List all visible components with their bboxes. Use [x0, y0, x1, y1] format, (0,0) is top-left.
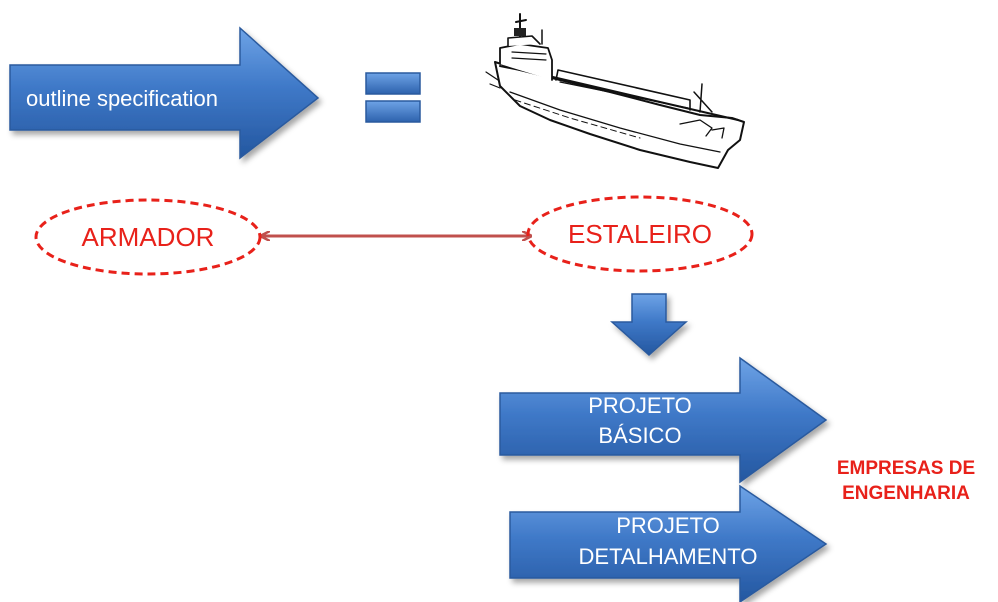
- empresas-label-line2: ENGENHARIA: [842, 483, 970, 504]
- equals-icon: [365, 72, 421, 123]
- outline-specification-arrow: [9, 26, 320, 160]
- estaleiro-label: ESTALEIRO: [568, 219, 712, 249]
- projeto-detalhamento-line1: PROJETO: [616, 513, 720, 538]
- projeto-detalhamento-line2: DETALHAMENTO: [579, 544, 758, 569]
- estaleiro-ellipse: [526, 195, 754, 273]
- armador-ellipse: [34, 198, 262, 276]
- projeto-basico-arrow: [499, 356, 828, 484]
- ship-icon: [485, 13, 745, 169]
- outline-specification-label: outline specification: [26, 86, 218, 111]
- projeto-detalhamento-arrow: [509, 484, 828, 602]
- empresas-label-line1: EMPRESAS DE: [837, 458, 975, 479]
- down-arrow-icon: [610, 293, 688, 357]
- projeto-basico-line2: BÁSICO: [598, 423, 681, 448]
- projeto-basico-line1: PROJETO: [588, 393, 692, 418]
- armador-label: ARMADOR: [82, 222, 215, 252]
